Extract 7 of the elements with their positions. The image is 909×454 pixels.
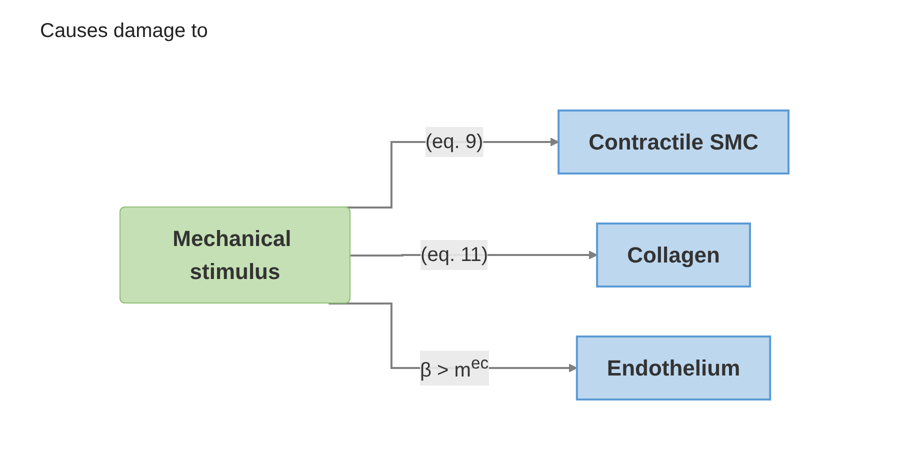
node-box: Contractile SMC: [558, 110, 790, 174]
node-box: Collagen: [596, 222, 752, 288]
edge-label: (eq. 11): [420, 244, 488, 266]
edge-label: β > m$^{ec}$: [420, 354, 489, 382]
edge-label: (eq. 9): [426, 131, 484, 153]
node-box: Endothelium: [576, 336, 772, 400]
note-text: Causes damage to: [40, 20, 208, 43]
